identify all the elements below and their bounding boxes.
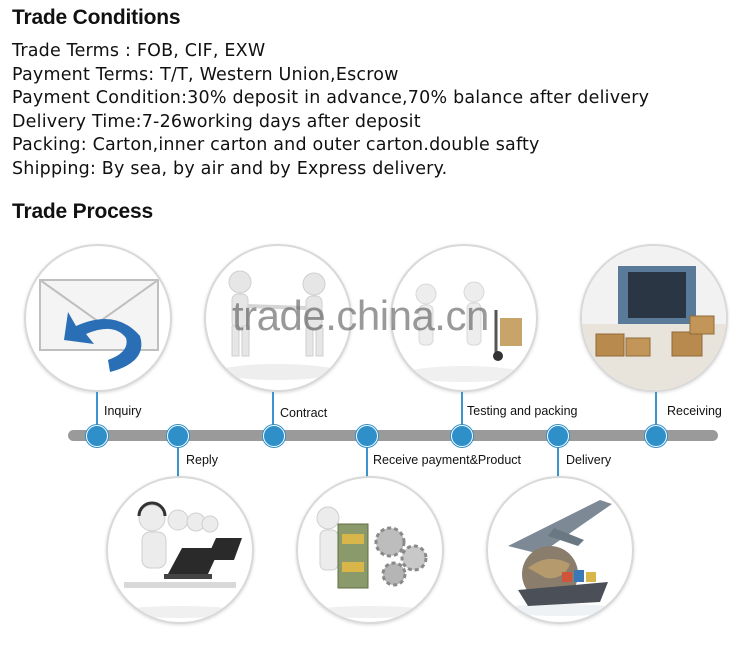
delivery-label: Delivery — [566, 453, 612, 467]
testing-packing-label: Testing and packing — [467, 404, 578, 418]
testing-packing-dot — [451, 425, 473, 447]
trade-conditions-heading: Trade Conditions — [12, 6, 181, 29]
receiving-connector — [655, 392, 657, 432]
receiving-illustration — [580, 244, 728, 392]
payment-terms-line: Payment Terms: T/T, Western Union,Escrow — [12, 64, 399, 85]
contract-connector — [272, 392, 274, 432]
money-gears-icon — [308, 506, 432, 618]
receive-payment-dot — [356, 425, 378, 447]
receive-payment-illustration — [296, 476, 444, 624]
inquiry-label: Inquiry — [104, 404, 142, 418]
delivery-illustration — [486, 476, 634, 624]
figures-hand-truck-icon — [404, 281, 524, 382]
airplane-ship-globe-icon — [498, 500, 622, 616]
contract-label: Contract — [280, 406, 328, 420]
delivery-dot — [547, 425, 569, 447]
packing-line: Packing: Carton,inner carton and outer c… — [12, 135, 540, 155]
trade-process-heading: Trade Process — [12, 200, 153, 223]
envelope-arrow-icon — [39, 279, 159, 372]
watermark: trade.china.cn — [232, 292, 489, 339]
payment-condition-line: Payment Condition:30% deposit in advance… — [12, 88, 650, 108]
trade-terms-line: Trade Terms : FOB, CIF, EXW — [12, 41, 266, 61]
inquiry-dot — [86, 425, 108, 447]
reply-label: Reply — [186, 453, 218, 467]
inquiry-illustration — [24, 244, 172, 392]
receive-payment-connector — [366, 442, 368, 478]
reply-connector — [177, 442, 179, 478]
contract-dot — [263, 425, 285, 447]
receiving-label: Receiving — [667, 404, 722, 418]
receiving-dot — [645, 425, 667, 447]
delivery-time-line: Delivery Time:7-26working days after dep… — [12, 111, 421, 132]
call-center-icon — [118, 501, 242, 618]
shipping-line: Shipping: By sea, by air and by Express … — [12, 158, 448, 179]
trade-conditions-list: Trade Terms : FOB, CIF, EXW Payment Term… — [12, 40, 747, 181]
handshake-figures-icon — [218, 270, 338, 380]
warehouse-boxes-icon — [582, 246, 726, 390]
testing-packing-connector — [461, 392, 463, 432]
contract-illustration — [204, 244, 352, 392]
timeline-bar — [68, 430, 718, 441]
testing-packing-illustration — [390, 244, 538, 392]
reply-dot — [167, 425, 189, 447]
inquiry-connector — [96, 392, 98, 432]
receive-payment-label: Receive payment&Product — [373, 453, 521, 467]
reply-illustration — [106, 476, 254, 624]
delivery-connector — [557, 442, 559, 478]
